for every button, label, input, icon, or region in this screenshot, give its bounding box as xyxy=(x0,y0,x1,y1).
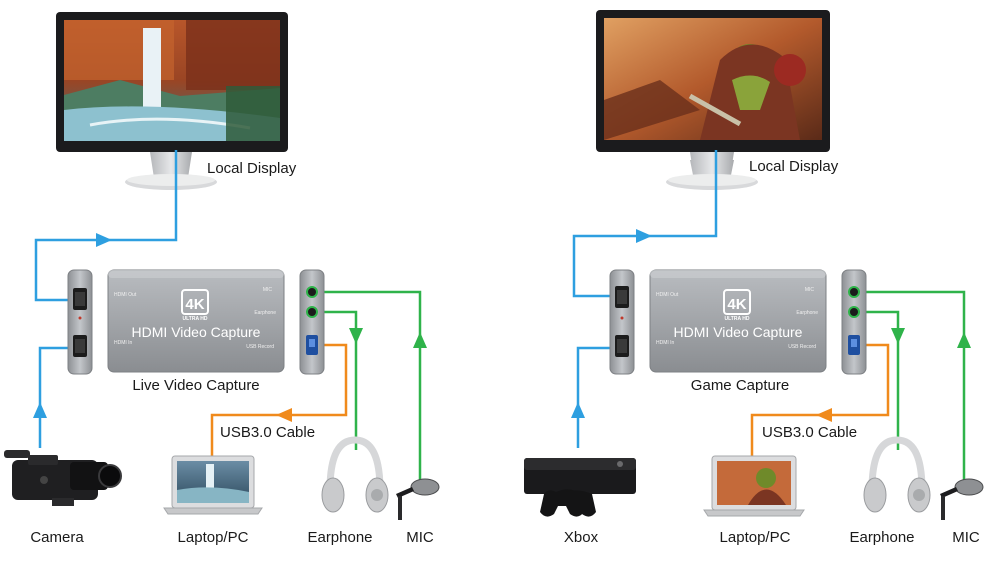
badge-4k xyxy=(181,289,209,315)
hdmi-lines xyxy=(33,150,178,448)
port-label-earphone: Earphone xyxy=(254,310,276,316)
left-source-label: Camera xyxy=(30,529,84,546)
device-title: HDMI Video Capture xyxy=(674,324,803,340)
left-mic-label: MIC xyxy=(406,529,434,546)
earphone-port[interactable] xyxy=(306,306,318,318)
port-label-earphone: Earphone xyxy=(796,310,818,316)
port-label-usb-record: USB Record xyxy=(788,344,816,350)
right-laptop-label: Laptop/PC xyxy=(719,529,791,546)
hdmi-side-panel xyxy=(67,269,93,375)
hdmi-side-panel xyxy=(609,269,635,375)
right-source-label: Xbox xyxy=(563,529,599,546)
laptop-icon xyxy=(703,455,805,517)
monitor xyxy=(56,12,288,190)
capture-device: 4K ULTRA HD HDMI Video Capture HDMI Out … xyxy=(649,269,827,373)
mic-port[interactable] xyxy=(306,286,318,298)
left-laptop-label: Laptop/PC xyxy=(177,529,249,546)
right-earphone-label: Earphone xyxy=(849,529,915,546)
audio-side-panel xyxy=(841,269,867,375)
usb-line xyxy=(750,343,890,460)
usb-line xyxy=(210,343,348,460)
microphone-icon xyxy=(940,478,984,520)
audio-lines xyxy=(318,290,427,484)
left-display-label: Local Display xyxy=(207,160,297,177)
right-capture-label: Game Capture xyxy=(690,377,790,394)
badge-ultra-hd-text: ULTRA HD xyxy=(725,316,750,322)
port-label-mic: MIC xyxy=(263,287,273,293)
hdmi-lines xyxy=(571,150,718,448)
headphones-icon xyxy=(321,436,389,513)
badge-ultra-hd-text: ULTRA HD xyxy=(183,316,208,322)
left-earphone-label: Earphone xyxy=(307,529,373,546)
left-cable-label: USB3.0 Cable xyxy=(220,424,316,441)
right-display-label: Local Display xyxy=(749,158,839,175)
microphone-icon xyxy=(396,478,440,520)
left-diagram: 4K ULTRA HD HDMI Video Capture HDMI Out … xyxy=(4,12,440,520)
badge-4k-text: 4K xyxy=(727,296,746,313)
port-label-usb-record: USB Record xyxy=(246,344,274,350)
audio-lines xyxy=(858,290,971,484)
badge-4k xyxy=(723,289,751,315)
xbox-console-icon xyxy=(524,458,636,517)
left-capture-label: Live Video Capture xyxy=(132,377,260,394)
audio-side-panel xyxy=(299,269,325,375)
port-label-hdmi-out: HDMI Out xyxy=(114,292,137,298)
earphone-port[interactable] xyxy=(848,306,860,318)
badge-4k-text: 4K xyxy=(185,296,204,313)
capture-device: 4K ULTRA HD HDMI Video Capture HDMI Out … xyxy=(107,269,285,373)
right-cable-label: USB3.0 Cable xyxy=(762,424,858,441)
monitor xyxy=(596,10,830,190)
port-label-mic: MIC xyxy=(805,287,815,293)
port-label-hdmi-in: HDMI In xyxy=(114,340,133,346)
device-title: HDMI Video Capture xyxy=(132,324,261,340)
laptop-icon xyxy=(163,455,263,515)
headphones-icon xyxy=(863,436,931,513)
mic-port[interactable] xyxy=(848,286,860,298)
port-label-hdmi-in: HDMI In xyxy=(656,340,675,346)
port-label-hdmi-out: HDMI Out xyxy=(656,292,679,298)
right-diagram: 4K ULTRA HD HDMI Video Capture HDMI Out … xyxy=(524,10,984,520)
camera-icon xyxy=(4,450,122,506)
right-mic-label: MIC xyxy=(952,529,980,546)
